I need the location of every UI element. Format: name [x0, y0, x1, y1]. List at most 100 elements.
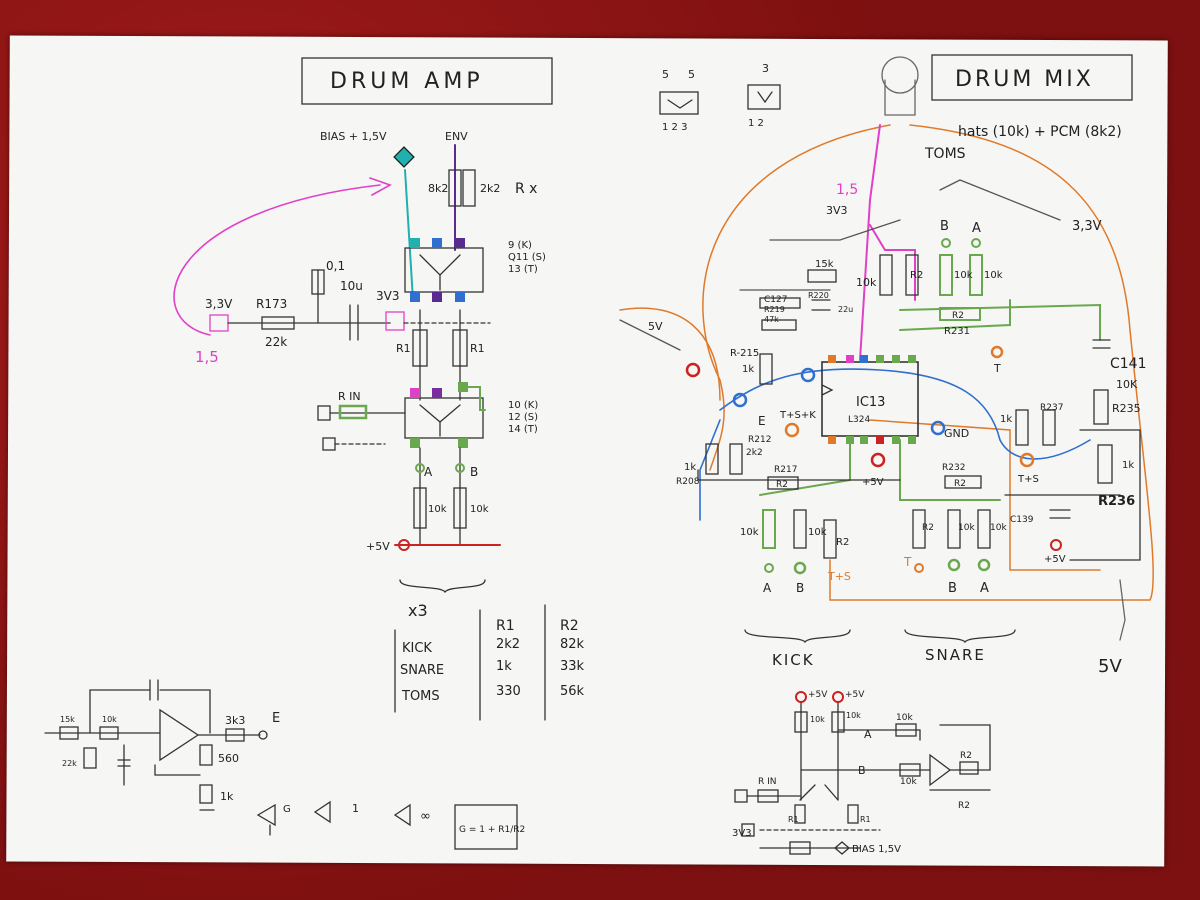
- snare-node-t: T: [903, 555, 912, 569]
- snare-r-3: 10k: [990, 523, 1007, 533]
- r237-label: R237: [1040, 403, 1063, 413]
- filter-r-gnd-label: 22k: [62, 759, 77, 768]
- table-header-r1: R1: [496, 618, 515, 634]
- q-top-line-3: 13 (T): [508, 264, 538, 275]
- gain-note-infinity: ∞: [420, 809, 431, 824]
- q-top-line-1: 9 (K): [508, 240, 532, 251]
- filter-r-out-label: 3k3: [225, 714, 245, 727]
- kick-r-3: R2: [836, 537, 849, 548]
- drum-amp-title: DRUM AMP: [330, 69, 484, 94]
- v15-label: 1,5: [836, 182, 858, 198]
- kick-node-b: B: [796, 581, 804, 595]
- v3v3-label: 3V3: [826, 204, 848, 217]
- input-3v3-terminal: [209, 314, 229, 332]
- supply-3v3-node: [385, 311, 405, 331]
- bottom-bias: BIAS 1,5V: [852, 844, 901, 855]
- kick-node-ts: T+S: [827, 570, 851, 583]
- snare-node-b: B: [948, 581, 957, 596]
- bottom-center-sketch: [734, 691, 991, 855]
- pkg-left-pin-b: 5: [688, 68, 695, 81]
- ic13-part: L324: [848, 415, 870, 425]
- plus5v-mid-label: +5V: [862, 477, 884, 488]
- r-2k2-label: 2k2: [480, 182, 500, 195]
- r237-value: 1k: [1000, 414, 1012, 425]
- table-row-kick-name: KICK: [402, 641, 432, 656]
- table-row-kick-r2: 82k: [560, 637, 585, 652]
- gain-formula: G = 1 + R1/R2: [459, 825, 525, 835]
- gnd-label: GND: [944, 427, 969, 440]
- mix-r10k-2: 10k: [954, 270, 973, 281]
- gain-notes-sketch: [256, 800, 518, 850]
- gain-formula-box: [454, 804, 518, 850]
- q11-transistor-array: [404, 247, 484, 293]
- sot-package-left: [659, 91, 699, 115]
- bottom-r10k-a: 10k: [810, 715, 825, 724]
- filter-out-label: E: [272, 711, 280, 726]
- table-row-snare-name: SNARE: [400, 663, 444, 678]
- r1-left-label: R1: [396, 342, 411, 355]
- q-bottom-line-3: 14 (T): [508, 424, 538, 435]
- r219-value: 47k: [764, 315, 779, 324]
- bottom-rin: R IN: [758, 777, 777, 787]
- filter-r-in-label: 15k: [60, 715, 75, 724]
- supply-3v3-mid-label: 3V3: [376, 289, 399, 303]
- plus5v-label: +5V: [366, 540, 390, 553]
- bottom-node-b: B: [858, 764, 866, 777]
- env-resistor-8k2: [448, 169, 462, 207]
- v33-label: 3,3V: [1072, 219, 1102, 234]
- drum-amp-section: [173, 57, 553, 721]
- q-top-line-2: Q11 (S): [508, 252, 546, 263]
- r215-value: 1k: [742, 364, 754, 375]
- filter-r-mid-label: 10k: [102, 715, 117, 724]
- r217-value: R2: [776, 480, 788, 490]
- pkg-left-pin-a: 5: [662, 68, 669, 81]
- r15k-label: 15k: [815, 259, 834, 270]
- r219-label: R219: [764, 305, 785, 314]
- r232-label: R232: [942, 463, 965, 473]
- r220-label: R220: [808, 291, 829, 300]
- bias-node-icon: [393, 146, 415, 168]
- r173-value: 22k: [265, 335, 287, 349]
- r217-label: R217: [774, 465, 797, 475]
- bottom-node-a: A: [864, 728, 872, 741]
- snare-group-label: SNARE: [925, 646, 986, 664]
- e-label: E: [758, 414, 766, 428]
- plus5v-right-label: +5V: [1044, 554, 1066, 565]
- r-8k2-label: 8k2: [428, 182, 448, 195]
- kick-group-label: KICK: [772, 651, 815, 669]
- c141-label: C141: [1110, 356, 1147, 372]
- right-5v-label: 5V: [1098, 656, 1122, 677]
- pkg-right-pins: 1 2: [748, 118, 764, 129]
- gain-note-g: G: [283, 804, 291, 815]
- mix-r2-top: R2: [910, 270, 923, 281]
- filter-r-low-label: 1k: [220, 790, 234, 803]
- bottom-v5b: +5V: [845, 690, 865, 700]
- sot-package-right: [747, 84, 781, 110]
- bottom-r2-a: R2: [960, 751, 972, 761]
- rin-resistor: [338, 404, 368, 420]
- env-resistor-2k2: [462, 169, 476, 207]
- filter-r-fb-label: 560: [218, 752, 239, 765]
- annotation-1-5: 1,5: [195, 348, 219, 366]
- drum-mix-title: DRUM MIX: [955, 67, 1094, 92]
- bottom-r10k-c: 10k: [896, 713, 913, 723]
- r231-value: R2: [952, 311, 964, 321]
- kick-r-2: 10k: [808, 527, 827, 538]
- r173-label: R173: [256, 297, 287, 311]
- pkg-left-pins: 1 2 3: [662, 122, 687, 133]
- ic13-label: IC13: [856, 395, 885, 410]
- bottom-v5a: +5V: [808, 690, 828, 700]
- q12-transistor-array: [404, 397, 484, 439]
- gain-note-one: 1: [352, 802, 359, 815]
- bottom-r10k-b: 10k: [846, 711, 861, 720]
- snare-r-2: 10k: [958, 523, 975, 533]
- bias-label: BIAS + 1,5V: [320, 130, 387, 143]
- mix-node-b: B: [940, 219, 949, 234]
- kick-node-a: A: [763, 581, 772, 595]
- x3-label: x3: [408, 601, 428, 620]
- r1-right-label: R1: [470, 342, 485, 355]
- mix-r10k-3: 10k: [984, 270, 1003, 281]
- r235-value: 10K: [1116, 378, 1138, 391]
